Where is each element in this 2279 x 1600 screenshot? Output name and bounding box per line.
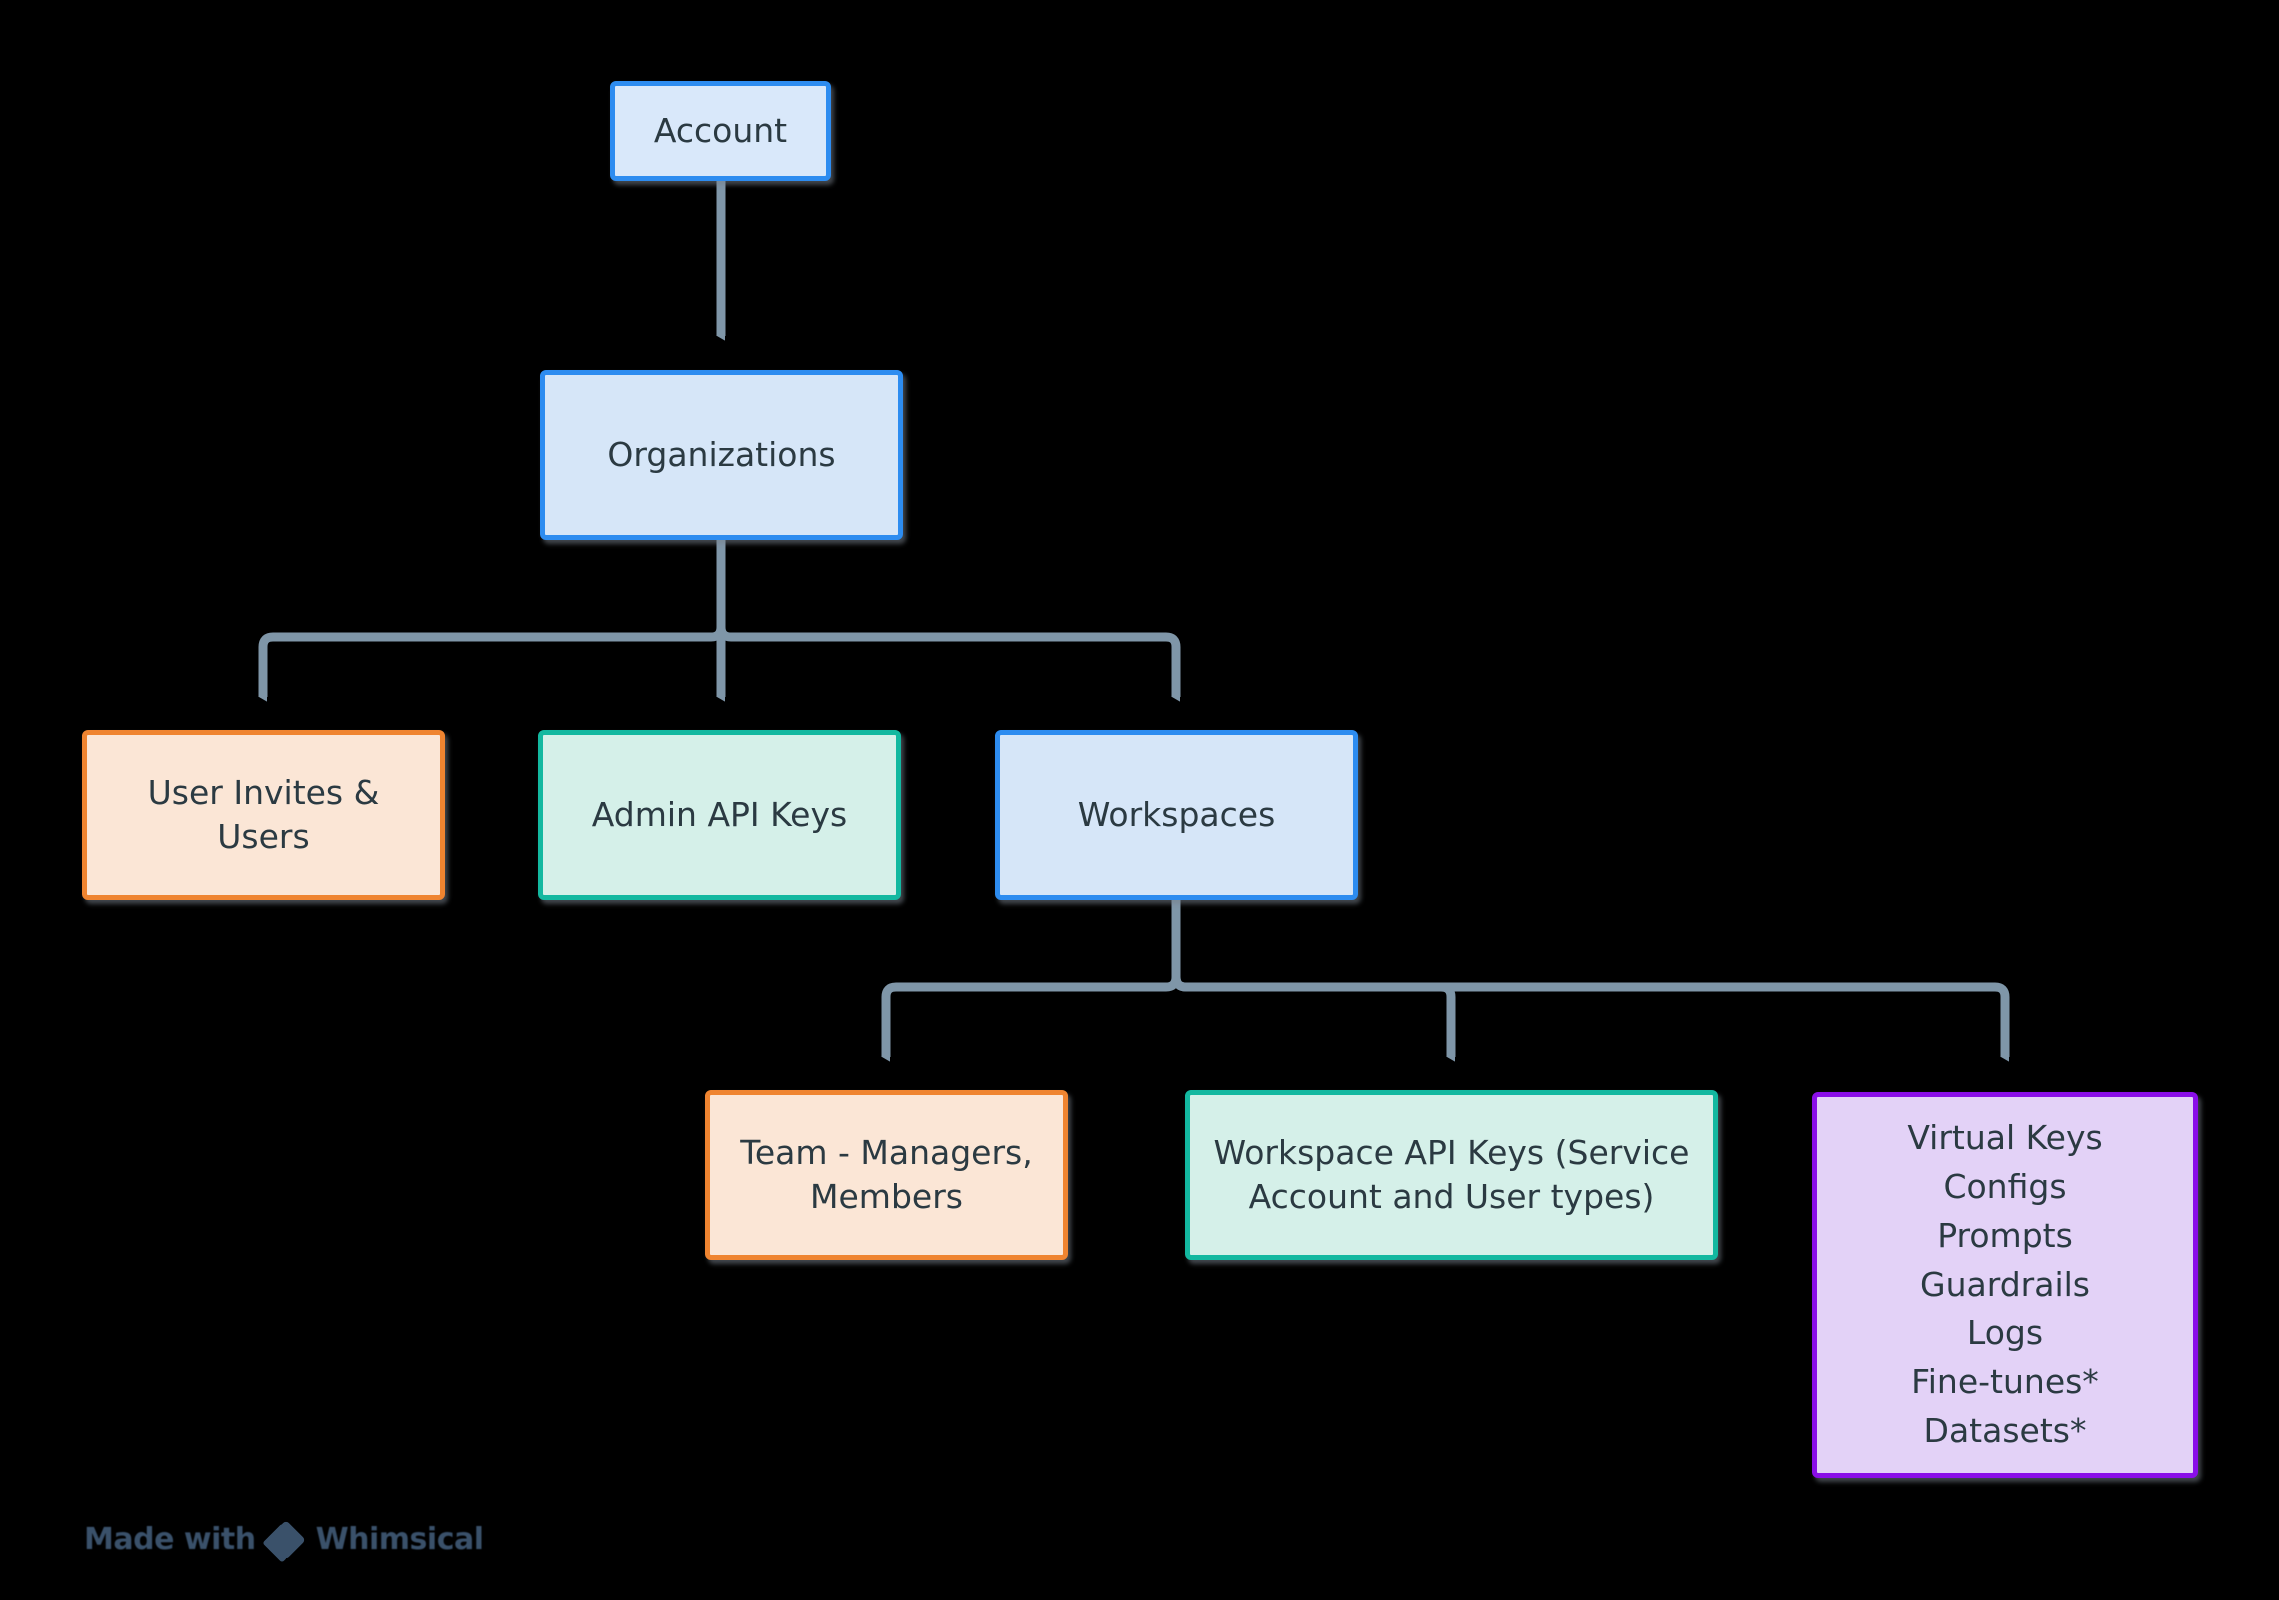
node-organizations[interactable]: Organizations: [540, 370, 903, 540]
node-account[interactable]: Account: [610, 81, 831, 181]
node-user-invites-users[interactable]: User Invites & Users: [82, 730, 445, 900]
node-workspace-api-keys[interactable]: Workspace API Keys (Service Account and …: [1185, 1090, 1718, 1260]
node-admin-api-keys[interactable]: Admin API Keys: [538, 730, 901, 900]
edge-organizations-workspaces: [716, 540, 1181, 702]
edge-organizations-user-invites: [258, 540, 726, 702]
whimsical-logo-icon: [261, 1520, 306, 1563]
node-workspace-api-keys-label: Workspace API Keys (Service Account and …: [1213, 1133, 1690, 1216]
node-workspaces-label: Workspaces: [1077, 795, 1276, 835]
watermark: Made with Whimsical: [84, 1520, 484, 1563]
watermark-brand: Whimsical: [315, 1522, 484, 1557]
node-workspaces[interactable]: Workspaces: [995, 730, 1358, 900]
edge-workspaces-workspace-resources: [1171, 900, 2010, 1062]
edge-workspaces-team: [881, 900, 1181, 1062]
node-account-label: Account: [653, 111, 788, 151]
watermark-made-with: Made with: [84, 1522, 256, 1557]
node-user-invites-users-label: User Invites & Users: [147, 773, 380, 856]
node-team-managers-members[interactable]: Team - Managers, Members: [705, 1090, 1068, 1260]
node-team-managers-members-label: Team - Managers, Members: [740, 1133, 1033, 1216]
node-admin-api-keys-label: Admin API Keys: [591, 795, 848, 835]
edge-workspaces-workspace-api-keys: [1171, 900, 1456, 1062]
node-organizations-label: Organizations: [607, 435, 836, 475]
